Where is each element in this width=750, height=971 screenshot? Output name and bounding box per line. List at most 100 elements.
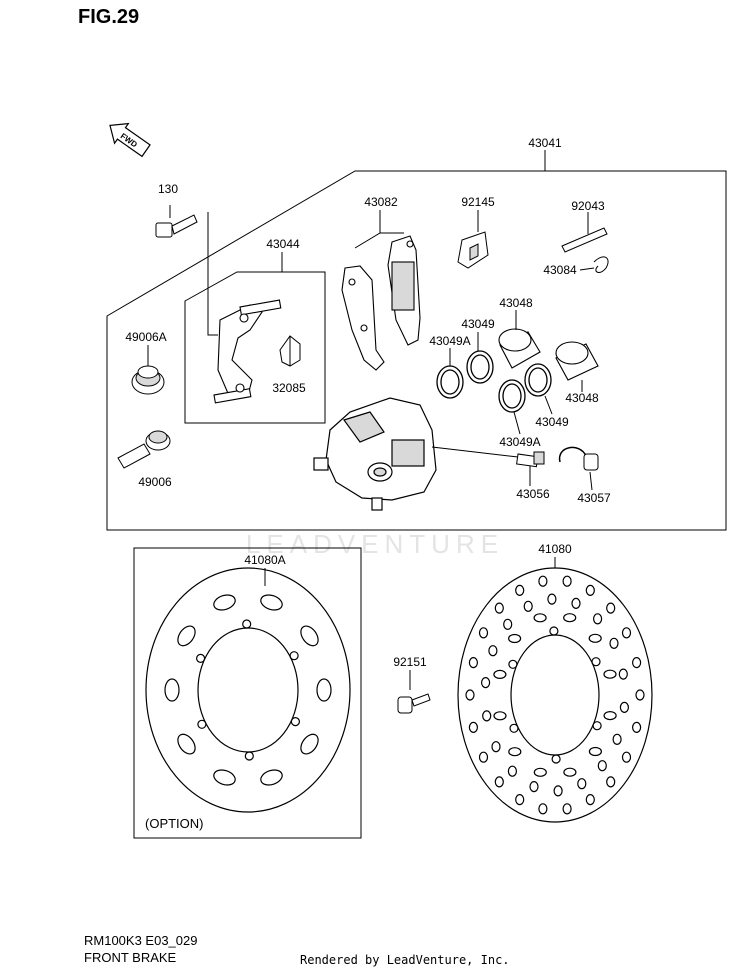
- disc-hole: [631, 721, 642, 734]
- disc-hole: [503, 618, 513, 630]
- seal-43049-icon: [466, 350, 552, 397]
- disc-bolt-hole: [592, 721, 602, 731]
- disc-hole: [481, 676, 491, 689]
- disc-slot: [316, 678, 332, 702]
- disc-slot: [164, 678, 180, 702]
- disc-bolt-hole: [289, 651, 299, 661]
- disc-bolt-icon: [397, 693, 431, 714]
- disc-slot: [177, 625, 196, 647]
- callout-43049a-upper: 43049A: [429, 334, 470, 348]
- disc-slot: [213, 769, 236, 786]
- disc-hole: [493, 711, 507, 721]
- disc-hole: [621, 627, 632, 639]
- disc-slot: [260, 594, 283, 611]
- brake-disc-icon: [457, 567, 653, 823]
- disc-slot: [300, 733, 319, 755]
- callout-43049a-lower: 43049A: [499, 435, 540, 449]
- section-name: FRONT BRAKE: [84, 950, 177, 965]
- disc-hole: [619, 701, 630, 714]
- callout-41080a: 41080A: [244, 553, 285, 567]
- callout-43044: 43044: [266, 237, 300, 251]
- disc-hole: [563, 767, 577, 777]
- disc-hole: [585, 793, 595, 806]
- disc-bolt-hole: [290, 716, 300, 727]
- callout-130: 130: [158, 182, 178, 196]
- callout-43049-lower: 43049: [535, 415, 569, 429]
- model-code: RM100K3 E03_029: [84, 933, 198, 948]
- disc-hole: [478, 627, 489, 639]
- callout-43084: 43084: [543, 263, 577, 277]
- disc-bolt-hole: [509, 723, 519, 733]
- slide-pin-49006-icon: [117, 430, 171, 469]
- disc-hole: [612, 733, 622, 745]
- disc-hole: [597, 760, 607, 772]
- disc-bolt-hole: [244, 751, 254, 761]
- disc-hole: [468, 656, 478, 669]
- callout-43056: 43056: [516, 487, 550, 501]
- bracket-subassembly-outline: [184, 271, 326, 424]
- callout-92043: 92043: [571, 199, 605, 213]
- disc-hole: [515, 584, 525, 597]
- disc-hole: [563, 613, 577, 623]
- callout-32085: 32085: [272, 381, 306, 395]
- disc-hole: [533, 767, 547, 777]
- disc-slot: [300, 625, 319, 647]
- callout-41080: 41080: [538, 542, 572, 556]
- disc-hole: [465, 689, 475, 701]
- disc-hole: [553, 785, 563, 797]
- disc-hole: [494, 776, 504, 788]
- disc-slot: [177, 733, 196, 755]
- disc-hole: [508, 747, 522, 757]
- disc-hole: [588, 633, 602, 643]
- disc-slot: [213, 594, 236, 611]
- disc-hole: [538, 803, 548, 815]
- caliper-bracket-icon: [213, 299, 282, 404]
- disc-slot: [260, 769, 283, 786]
- fwd-arrow-icon: FWD: [109, 122, 151, 158]
- disc-hole-group: [465, 575, 645, 815]
- disc-hole: [609, 637, 619, 649]
- callout-43048-lower: 43048: [565, 391, 599, 405]
- callout-43082: 43082: [364, 195, 398, 209]
- disc-hole: [577, 778, 587, 790]
- callout-43057: 43057: [577, 491, 611, 505]
- disc-bolt-hole: [591, 657, 601, 667]
- disc-hole: [547, 593, 557, 605]
- option-label: (OPTION): [145, 816, 204, 831]
- disc-hole: [603, 710, 617, 721]
- disc-bolt-hole: [508, 659, 518, 669]
- disc-hole: [606, 776, 616, 788]
- piston-43048-left-icon: [498, 328, 541, 369]
- disc-hole: [562, 803, 572, 815]
- disc-hole: [529, 780, 539, 793]
- callout-labels: 43041 130 43082 92145 92043 43084 43044 …: [125, 136, 611, 831]
- disc-hole: [635, 689, 645, 701]
- seal-43049a-icon: [436, 365, 526, 413]
- figure-title: FIG.29: [78, 6, 140, 28]
- bleeder-valve-icon: [516, 451, 545, 468]
- disc-hole: [606, 602, 616, 614]
- disc-hole: [468, 721, 478, 734]
- disc-hole: [592, 613, 603, 625]
- bleeder-cap-icon: [558, 446, 599, 471]
- callout-49006: 49006: [138, 475, 172, 489]
- disc-hole: [478, 751, 489, 763]
- disc-hole: [571, 597, 581, 610]
- callout-92145: 92145: [461, 195, 495, 209]
- disc-hole: [618, 668, 628, 680]
- disc-slot-group: [164, 594, 332, 786]
- disc-hole: [507, 633, 522, 644]
- disc-bolt-hole: [549, 626, 559, 636]
- callout-92151: 92151: [393, 655, 427, 669]
- disc-hole: [533, 613, 547, 623]
- disc-hole: [493, 669, 507, 680]
- disc-hole: [538, 575, 548, 587]
- callout-43041: 43041: [528, 136, 562, 150]
- pin-clip-icon: [579, 256, 609, 273]
- bolt-130-icon: [155, 205, 198, 238]
- callout-43049-upper: 43049: [461, 317, 495, 331]
- disc-hole: [494, 602, 504, 614]
- disc-hole: [507, 765, 518, 777]
